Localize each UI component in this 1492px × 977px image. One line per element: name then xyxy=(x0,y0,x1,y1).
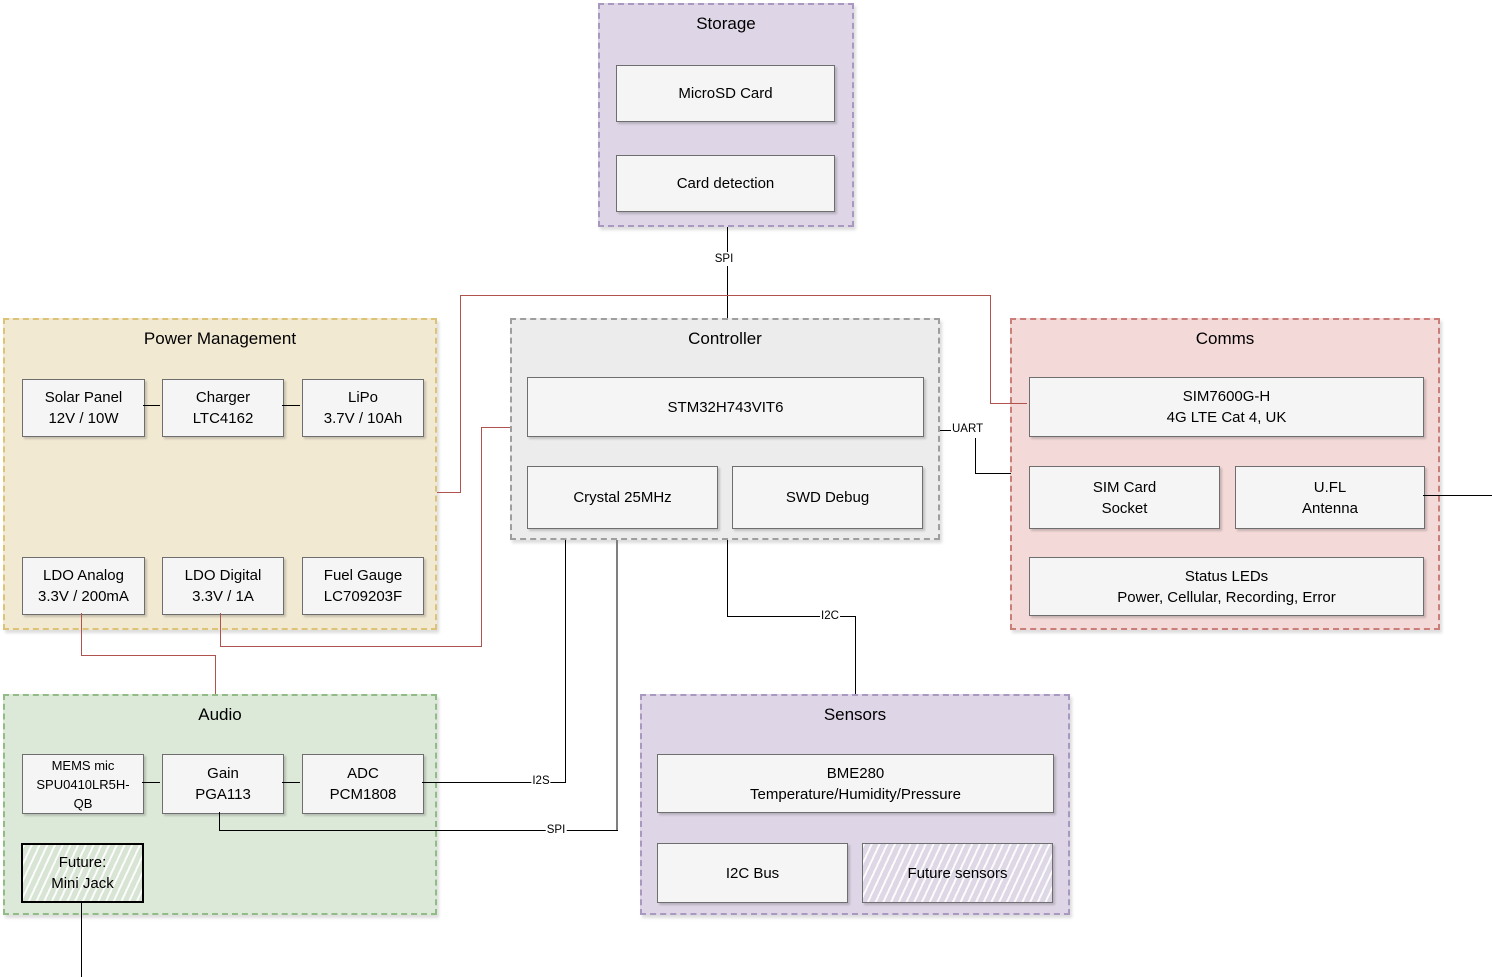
power-wire-top-run xyxy=(460,295,991,296)
box-microsd-card: MicroSD Card xyxy=(616,65,835,122)
connector-i2c-sensors xyxy=(855,616,856,694)
box-charger-ltc4162: Charger LTC4162 xyxy=(162,379,284,437)
connector-mems-gain xyxy=(142,782,160,783)
group-title-controller: Controller xyxy=(688,329,762,348)
bus-label-uart: UART xyxy=(951,422,985,436)
power-wire-pm-stub xyxy=(437,492,461,493)
connector-uart-stub xyxy=(940,430,952,431)
group-title-storage: Storage xyxy=(696,14,756,33)
box-sim7600-modem: SIM7600G-H 4G LTE Cat 4, UK xyxy=(1029,377,1424,437)
box-status-leds: Status LEDs Power, Cellular, Recording, … xyxy=(1029,557,1424,616)
box-fuel-gauge: Fuel Gauge LC709203F xyxy=(302,557,424,615)
connector-spi-audio-drop xyxy=(219,812,220,830)
connector-charger-lipo xyxy=(282,405,300,406)
power-wire-ldo-analog-run xyxy=(81,655,216,656)
power-wire-audio-feed xyxy=(215,655,216,694)
box-stm32-mcu: STM32H743VIT6 xyxy=(527,377,924,437)
group-storage: Storage MicroSD Card Card detection xyxy=(598,3,854,227)
box-future-sensors: Future sensors xyxy=(862,843,1053,903)
box-ldo-analog: LDO Analog 3.3V / 200mA xyxy=(22,557,145,615)
box-i2c-bus: I2C Bus xyxy=(657,843,848,903)
bus-label-spi-audio: SPI xyxy=(545,823,567,837)
box-lipo-battery: LiPo 3.7V / 10Ah xyxy=(302,379,424,437)
power-wire-modem-feed xyxy=(990,403,1027,404)
bus-label-spi-storage: SPI xyxy=(713,252,735,266)
box-bme280: BME280 Temperature/Humidity/Pressure xyxy=(657,754,1054,813)
power-wire-comms-drop xyxy=(990,295,991,404)
box-solar-panel: Solar Panel 12V / 10W xyxy=(22,379,145,437)
power-wire-ldo-analog-drop xyxy=(81,613,82,656)
connector-i2s-vertical xyxy=(565,540,566,782)
group-title-comms: Comms xyxy=(1195,329,1255,348)
box-swd-debug: SWD Debug xyxy=(732,466,923,529)
group-title-sensors: Sensors xyxy=(823,705,887,724)
connector-antenna-out xyxy=(1423,495,1492,496)
connector-i2c-horizontal xyxy=(727,616,855,617)
group-power-management: Power Management Solar Panel 12V / 10W C… xyxy=(3,318,437,630)
connector-spi-audio-horizontal xyxy=(219,830,618,831)
connector-gain-adc xyxy=(282,782,300,783)
box-ldo-digital: LDO Digital 3.3V / 1A xyxy=(162,557,284,615)
box-mems-mic: MEMS mic SPU0410LR5H- QB xyxy=(22,754,144,814)
connector-spi-storage-controller xyxy=(727,227,728,318)
box-adc-pcm1808: ADC PCM1808 xyxy=(302,754,424,814)
box-crystal: Crystal 25MHz xyxy=(527,466,718,529)
connector-i2s-horizontal xyxy=(422,782,566,783)
connector-solar-charger xyxy=(143,405,160,406)
power-wire-ldo-digital-run xyxy=(220,646,482,647)
group-title-audio: Audio xyxy=(198,705,242,724)
box-future-mini-jack: Future: Mini Jack xyxy=(21,843,144,903)
box-sim-card-socket: SIM Card Socket xyxy=(1029,466,1220,529)
group-audio: Audio MEMS mic SPU0410LR5H- QB Gain PGA1… xyxy=(3,694,437,915)
box-gain-pga113: Gain PGA113 xyxy=(162,754,284,814)
box-card-detection: Card detection xyxy=(616,155,835,212)
power-wire-controller-riser xyxy=(481,427,482,647)
box-ufl-antenna: U.FL Antenna xyxy=(1235,466,1425,529)
connector-spi-audio-vertical xyxy=(616,540,618,830)
group-title-power-management: Power Management xyxy=(143,329,297,348)
bus-label-i2c: I2C xyxy=(820,609,840,623)
bus-label-i2s: I2S xyxy=(531,774,551,788)
connector-mini-jack-out xyxy=(81,901,82,977)
power-wire-controller-feed xyxy=(481,427,510,428)
connector-i2c-drop xyxy=(727,540,728,616)
group-controller: Controller STM32H743VIT6 Crystal 25MHz S… xyxy=(510,318,940,540)
power-wire-ldo-digital-drop xyxy=(220,613,221,647)
group-sensors: Sensors BME280 Temperature/Humidity/Pres… xyxy=(640,694,1070,915)
group-comms: Comms SIM7600G-H 4G LTE Cat 4, UK SIM Ca… xyxy=(1010,318,1440,630)
connector-uart-vertical xyxy=(975,438,976,473)
power-wire-pm-riser xyxy=(460,295,461,493)
connector-uart-comms xyxy=(975,473,1011,474)
